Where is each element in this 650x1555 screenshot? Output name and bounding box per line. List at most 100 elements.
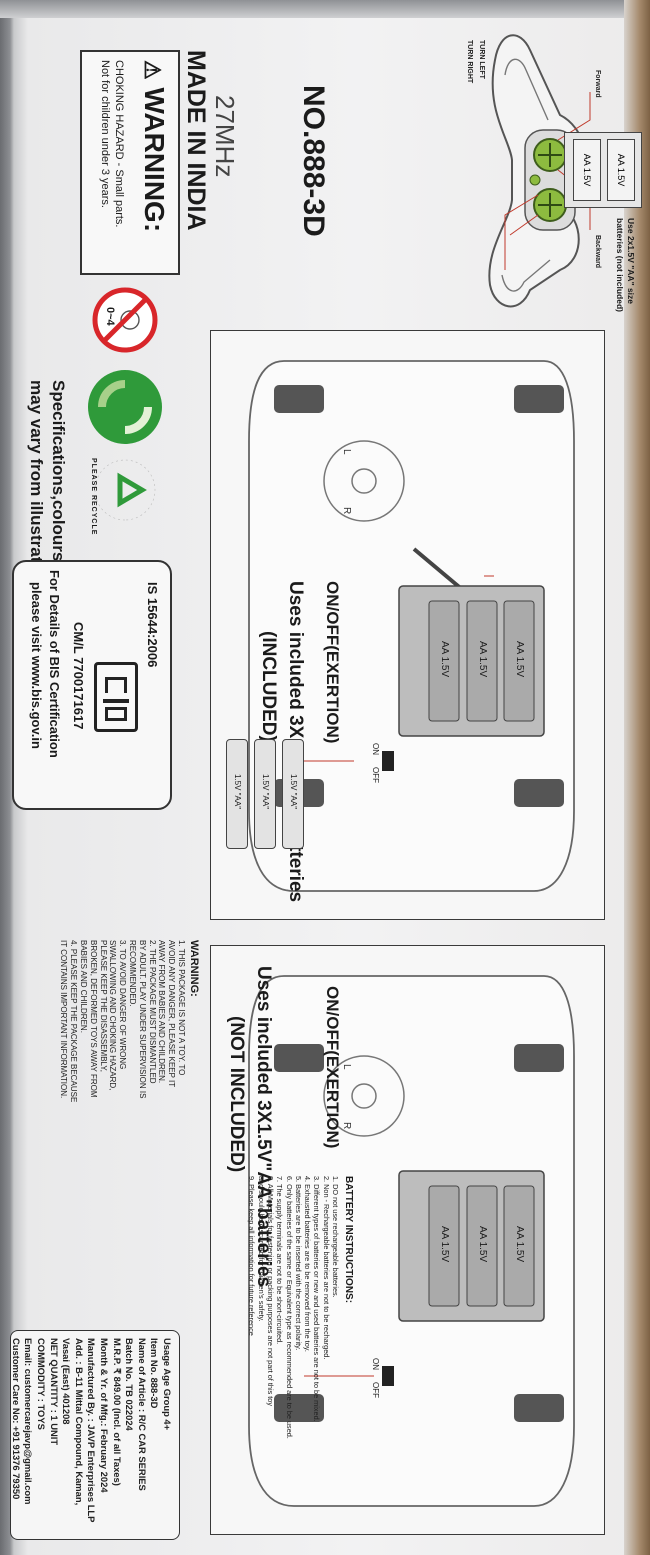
package-warning-line: 2. THE PACKAGE MUST DISMANTLED — [147, 940, 157, 1084]
remote-battery-compartment: AA 1.5V AA 1.5V — [564, 132, 642, 208]
package-warning-line: AVOID ANY DANGER, PLEASE KEEP IT — [167, 940, 177, 1088]
product-info-line: COMMODITY : TOYS — [36, 1338, 48, 1430]
batteries-line-2: (INCLUDED) — [258, 631, 279, 742]
remote-backward-label: Backward — [594, 235, 601, 268]
loose-battery: 1.5V "AA" — [226, 739, 248, 849]
box-edge-shadow — [0, 0, 650, 18]
package-warning-line: BY ADULT. PLAY UNDER SUPERVISION IS — [137, 940, 147, 1099]
age-badge-label: 0~4 — [104, 307, 116, 326]
cardboard-edge — [624, 0, 650, 1555]
warning-line-1: CHOKING HAZARD - Small parts. — [113, 60, 125, 228]
battery-instruction-line: 6. Only batteries of the same or Equival… — [284, 1176, 294, 1439]
battery-instruction-line: 7. The supply terminals are not to be sh… — [275, 1176, 285, 1345]
made-in-india: MADE IN INDIA — [182, 50, 210, 231]
remote-battery-cell: AA 1.5V — [573, 139, 601, 201]
switch-label: ON/OFF(EXERTION) — [323, 581, 342, 744]
cell-label: AA 1.5V — [439, 641, 450, 678]
switch-on-label: ON — [371, 1358, 380, 1370]
product-info-line: Manufactured By. : JAVP Enterprises LLP — [86, 1338, 98, 1523]
remote-control-diagram: Forward Backward TURN LEFT TURN RIGHT AA… — [460, 20, 642, 330]
product-info-line: NET QUANTITY : 1 UNIT — [48, 1338, 60, 1446]
battery-instruction-line: 3. Different types of batteries or new a… — [312, 1176, 322, 1422]
product-info-line: Month & Yr. of Mfg.: February 2024 — [99, 1338, 111, 1493]
product-info-line: Email: customercarejavp@gmail.com — [23, 1338, 35, 1505]
remote-battery-cell: AA 1.5V — [607, 139, 635, 201]
steer-left-label: L — [341, 449, 352, 455]
package-warning-line: AWAY FROM BABIES AND CHILDREN. — [157, 940, 167, 1084]
battery-instruction-line: 4. Exhausted batteries are to be removed… — [303, 1176, 313, 1352]
battery-instruction-line: 2. Non - Rechargeable batteries are not … — [321, 1176, 331, 1360]
recycle-letters: PLEASE RECYCLE — [90, 458, 97, 536]
bis-details-line-2: please visit www.bis.gov.in — [29, 582, 44, 749]
switch-on-label: ON — [371, 743, 380, 755]
green-dot-icon — [88, 370, 162, 444]
steer-right-label: R — [341, 507, 352, 514]
loose-battery: 1.5V "AA" — [282, 739, 304, 849]
package-warning-line: IT CONTAINS IMPORTANT INFORMATION. — [59, 940, 69, 1099]
age-badge: 0~4 — [90, 285, 160, 355]
switch-off-label: OFF — [371, 767, 380, 783]
product-info-line: Batch No. TB 022024 — [124, 1338, 136, 1431]
loose-battery-label: 1.5V "AA" — [233, 774, 242, 810]
product-info-line: Usage Age Group 4+ — [162, 1338, 173, 1431]
loose-battery-label: 1.5V "AA" — [261, 774, 270, 810]
remote-battery-label: AA 1.5V — [616, 153, 626, 187]
cell-label: AA 1.5V — [477, 1226, 488, 1263]
remote-forward-label: Forward — [594, 70, 601, 98]
please-recycle-icon: PLEASE RECYCLE — [90, 455, 160, 535]
package-warning-text: WARNING: 1. THIS PACKAGE IS NOT A TOY. T… — [10, 935, 200, 1175]
product-info-line: Add. : B-11 Mittal Compound, Kaman, — [73, 1338, 85, 1506]
bis-certification-box: IS 15644:2006 CM/L 7700171617 For Detail… — [12, 560, 172, 810]
cell-label: AA 1.5V — [477, 641, 488, 678]
green-dot-arrows-icon — [98, 380, 152, 434]
batteries-line-2: (NOT INCLUDED) — [226, 1016, 247, 1173]
car-chassis-illustration: L R — [248, 360, 575, 892]
car-diagram-panel-not-included: L R AA 1.5V AA 1.5V AA 1.5V ON OFF ON/OF… — [210, 945, 605, 1535]
remote-battery-note: Use 2x1.5V "AA" size batteries (not incl… — [614, 218, 636, 312]
battery-instructions-title: BATTERY INSTRUCTIONS: — [343, 1176, 354, 1304]
switch-off-label: OFF — [371, 1382, 380, 1398]
product-info-line: M.R.P. ₹ 849.00 (Incl. of all Taxes) — [111, 1338, 123, 1486]
package-warning-title: WARNING: — [188, 940, 200, 997]
warning-line-2: Not for children under 3 years. — [99, 60, 111, 208]
warning-triangle-icon: ⚠ — [140, 60, 165, 80]
cell-label: AA 1.5V — [514, 1226, 525, 1263]
batteries-line-1: Uses included 3X1.5V"AA"batteries — [253, 966, 274, 1288]
loose-battery: 1.5V "AA" — [254, 739, 276, 849]
isi-mark-icon — [94, 662, 138, 732]
bis-cml-number: CM/L 7700171617 — [71, 622, 86, 730]
car-chassis-illustration: L R — [248, 975, 575, 1507]
bis-details-line-1: For Details of BIS Certification — [47, 570, 62, 758]
remote-illustration: Forward Backward TURN LEFT TURN RIGHT — [466, 34, 601, 308]
battery-instruction-line: 5. Batteries are to be inserted with the… — [293, 1176, 303, 1351]
cell-label: AA 1.5V — [439, 1226, 450, 1263]
product-info-line: Item No. 888-3D — [149, 1338, 161, 1409]
package-warning-line: BROKEN, DEFORMED TOYS AWAY FROM — [88, 940, 98, 1098]
battery-instruction-line: 1. DO not use rechargeable batteries. — [331, 1176, 340, 1298]
remote-turn-right-label: TURN RIGHT — [466, 40, 473, 84]
bis-standard: IS 15644:2006 — [145, 582, 160, 668]
remote-turn-left-label: TURN LEFT — [478, 40, 485, 80]
remote-battery-label: AA 1.5V — [582, 153, 592, 187]
product-info-line: Name of Article : R/C CAR SERIES — [136, 1338, 148, 1491]
cell-label: AA 1.5V — [514, 641, 525, 678]
warning-title: ⚠ WARNING: — [139, 60, 170, 233]
steer-left-label: L — [341, 1064, 352, 1070]
package-warning-line: SWALLOWING AND CHOKING HAZARD, — [108, 940, 118, 1091]
recycle-arrows-icon — [94, 459, 156, 521]
frequency-label: 27MHz — [210, 95, 240, 178]
package-warning-line: RECOMMENDED. — [128, 940, 138, 1007]
steer-right-label: R — [341, 1122, 352, 1129]
product-info-line: Vasai (East) 401208 — [61, 1338, 73, 1425]
product-info-line: Customer Care No: +91 91376 79350 — [10, 1338, 22, 1500]
model-number: NO.888-3D — [297, 85, 330, 237]
car-diagram-panel-included: L R AA 1.5V AA 1.5V AA 1.5V ON OFF ON/OF… — [210, 330, 605, 920]
package-warning-line: 3. TO AVOID DANGER OF WRONG — [118, 940, 128, 1070]
package-warning-line: 1. THIS PACKAGE IS NOT A TOY. TO — [177, 940, 186, 1076]
package-warning-line: BABIES AND CHILDREN. — [79, 940, 89, 1033]
